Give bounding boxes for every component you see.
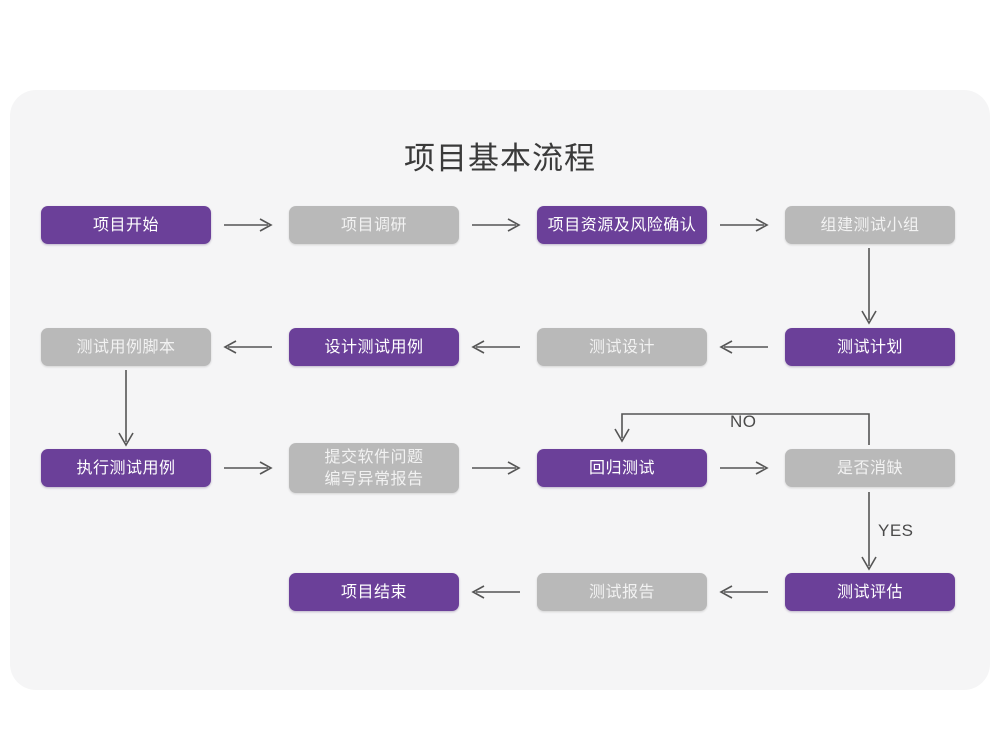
node-test-case-script[interactable]: 测试用例脚本 <box>41 328 211 366</box>
node-submit-issue-report[interactable]: 提交软件问题 编写异常报告 <box>289 443 459 493</box>
node-test-report[interactable]: 测试报告 <box>537 573 707 611</box>
node-test-design[interactable]: 测试设计 <box>537 328 707 366</box>
node-project-start[interactable]: 项目开始 <box>41 206 211 244</box>
node-project-research[interactable]: 项目调研 <box>289 206 459 244</box>
node-project-end[interactable]: 项目结束 <box>289 573 459 611</box>
node-form-test-team[interactable]: 组建测试小组 <box>785 206 955 244</box>
node-defect-cleared[interactable]: 是否消缺 <box>785 449 955 487</box>
node-test-evaluation[interactable]: 测试评估 <box>785 573 955 611</box>
node-test-plan[interactable]: 测试计划 <box>785 328 955 366</box>
connector-label-yes: YES <box>878 521 914 540</box>
connector-label-no: NO <box>730 412 757 431</box>
node-design-test-case[interactable]: 设计测试用例 <box>289 328 459 366</box>
node-execute-test-case[interactable]: 执行测试用例 <box>41 449 211 487</box>
node-resource-risk-confirm[interactable]: 项目资源及风险确认 <box>537 206 707 244</box>
page-title: 项目基本流程 <box>404 141 596 177</box>
node-regression-test[interactable]: 回归测试 <box>537 449 707 487</box>
